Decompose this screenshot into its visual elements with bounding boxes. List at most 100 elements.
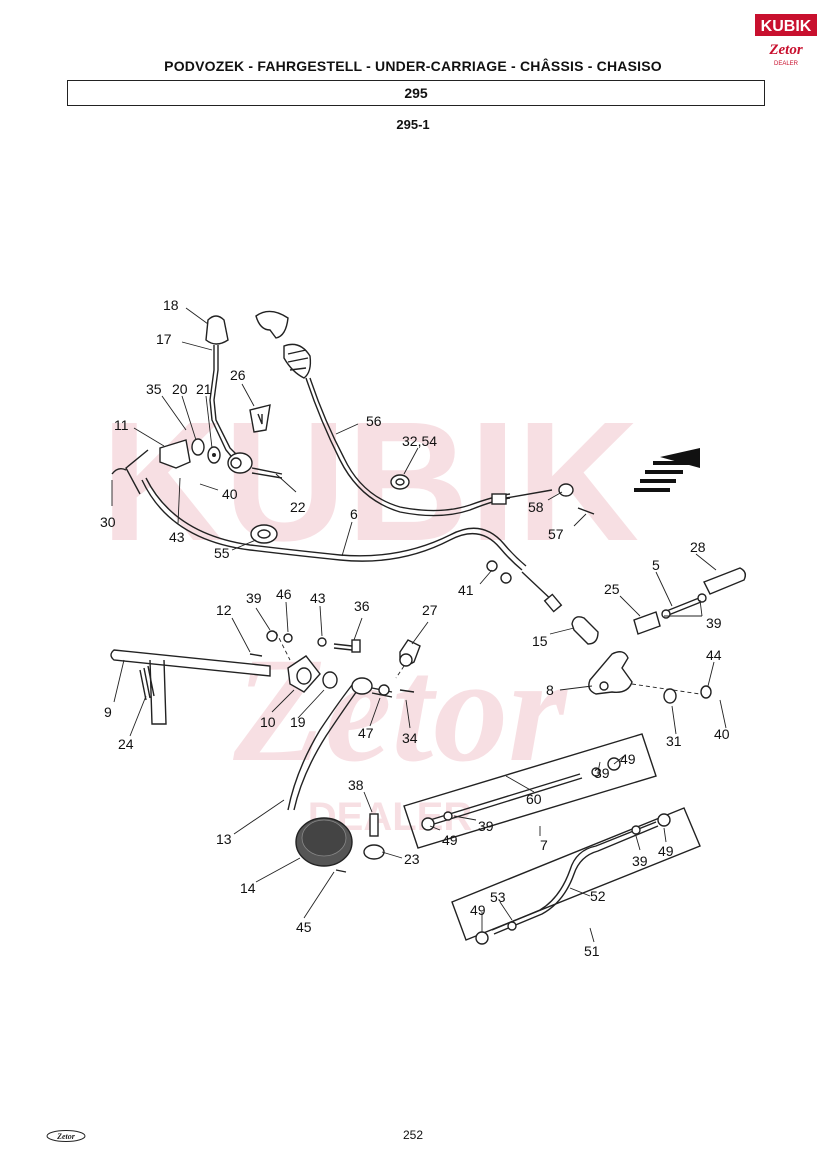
callout-39: 39 (594, 765, 610, 781)
callout-9: 9 (104, 704, 112, 720)
direction-arrow-icon (634, 448, 700, 492)
callout-21: 21 (196, 381, 212, 397)
callout-49: 49 (442, 832, 458, 848)
lever-hub-part (227, 452, 283, 479)
lever-bracket-part (588, 651, 701, 695)
callout-5: 5 (652, 557, 660, 573)
callout-49: 49 (658, 843, 674, 859)
logo-subtext: Zetor (768, 42, 802, 58)
callout-17: 17 (156, 331, 172, 347)
callout-23: 23 (404, 851, 420, 867)
knob-part (205, 315, 229, 345)
callout-38: 38 (348, 777, 364, 793)
shift-lever-gate-part (249, 404, 271, 433)
o-ring-part (322, 671, 338, 689)
callout-10: 10 (260, 714, 276, 730)
page-number: 252 (402, 1128, 424, 1142)
callout-55: 55 (214, 545, 230, 561)
callout-47: 47 (358, 725, 374, 741)
control-cable-part (141, 477, 563, 613)
callout-46: 46 (276, 586, 292, 602)
callout-32-54: 32,54 (402, 433, 437, 449)
pedal-pad-part (295, 817, 353, 867)
kubik-zetor-logo: KUBIK Zetor DEALER (755, 14, 817, 67)
callout-45: 45 (296, 919, 312, 935)
callout-57: 57 (548, 526, 564, 542)
boot-handle-part (255, 310, 312, 379)
callout-36: 36 (354, 598, 370, 614)
logo-text: KUBIK (761, 18, 812, 35)
callout-39: 39 (246, 590, 262, 606)
callout-12: 12 (216, 602, 232, 618)
callout-13: 13 (216, 831, 232, 847)
callout-30: 30 (100, 514, 116, 530)
bracket-part (111, 439, 191, 495)
washer-part (700, 685, 712, 699)
callout-26: 26 (230, 367, 246, 383)
subsection-code: 295-1 (396, 117, 430, 132)
callout-18: 18 (163, 297, 179, 313)
page-title: PODVOZEK - FAHRGESTELL - UNDER-CARRIAGE … (164, 58, 662, 74)
callout-52: 52 (590, 888, 606, 904)
callout-labels: 18 17 35 20 21 26 11 30 43 40 22 56 32,5… (100, 297, 730, 959)
callout-7: 7 (540, 837, 548, 853)
callout-27: 27 (422, 602, 438, 618)
adjuster-rod-part (661, 593, 707, 619)
bolt-part (333, 639, 361, 653)
nuts-part (266, 630, 327, 647)
section-number-box: 295 (67, 80, 765, 106)
callout-35: 35 (146, 381, 162, 397)
switch-part (395, 639, 421, 679)
callout-39: 39 (706, 615, 722, 631)
callout-8: 8 (546, 682, 554, 698)
callout-56: 56 (366, 413, 382, 429)
callout-6: 6 (350, 506, 358, 522)
callout-39: 39 (478, 818, 494, 834)
callout-11: 11 (114, 417, 129, 433)
callout-49: 49 (620, 751, 636, 767)
spring-ring-part (663, 688, 677, 704)
flange-part (275, 631, 321, 693)
logo-background (755, 14, 817, 36)
pedal-lever-part (287, 677, 393, 811)
callout-51: 51 (584, 943, 600, 959)
lever-part (209, 345, 241, 463)
clamp-part (633, 611, 661, 635)
callout-39: 39 (632, 853, 648, 869)
handle-grip-part (703, 567, 747, 595)
callout-14: 14 (240, 880, 256, 896)
callout-22: 22 (290, 499, 306, 515)
grommet-part (390, 474, 410, 490)
watermark: KUBIK Zetor DEALER (101, 387, 639, 839)
callout-19: 19 (290, 714, 306, 730)
footer-zetor-logo: Zetor (46, 1130, 86, 1142)
logo-dealer-text: DEALER (774, 61, 799, 67)
callout-53: 53 (490, 889, 506, 905)
shaft-part (110, 649, 271, 725)
footer-logo-text: Zetor (56, 1132, 76, 1141)
cable-end-part (558, 483, 595, 515)
watermark-text: KUBIK (101, 387, 639, 577)
callout-49: 49 (470, 902, 486, 918)
gear-cable-part (305, 377, 553, 517)
callout-44: 44 (706, 647, 722, 663)
callout-25: 25 (604, 581, 620, 597)
callout-20: 20 (172, 381, 188, 397)
grommet-part (250, 524, 278, 544)
rod-assembly-box (451, 807, 701, 945)
callout-24: 24 (118, 736, 134, 752)
pedal-small-parts (335, 684, 415, 873)
clevis-part (571, 616, 599, 645)
leader-lines (111, 307, 727, 943)
callout-43: 43 (169, 529, 185, 545)
callout-34: 34 (402, 730, 418, 746)
washers-part (191, 438, 221, 464)
callout-15: 15 (532, 633, 548, 649)
pin-part (249, 653, 263, 657)
callout-40: 40 (222, 486, 238, 502)
callout-40: 40 (714, 726, 730, 742)
callout-58: 58 (528, 499, 544, 515)
callout-41: 41 (458, 582, 474, 598)
nuts-part (486, 560, 512, 584)
